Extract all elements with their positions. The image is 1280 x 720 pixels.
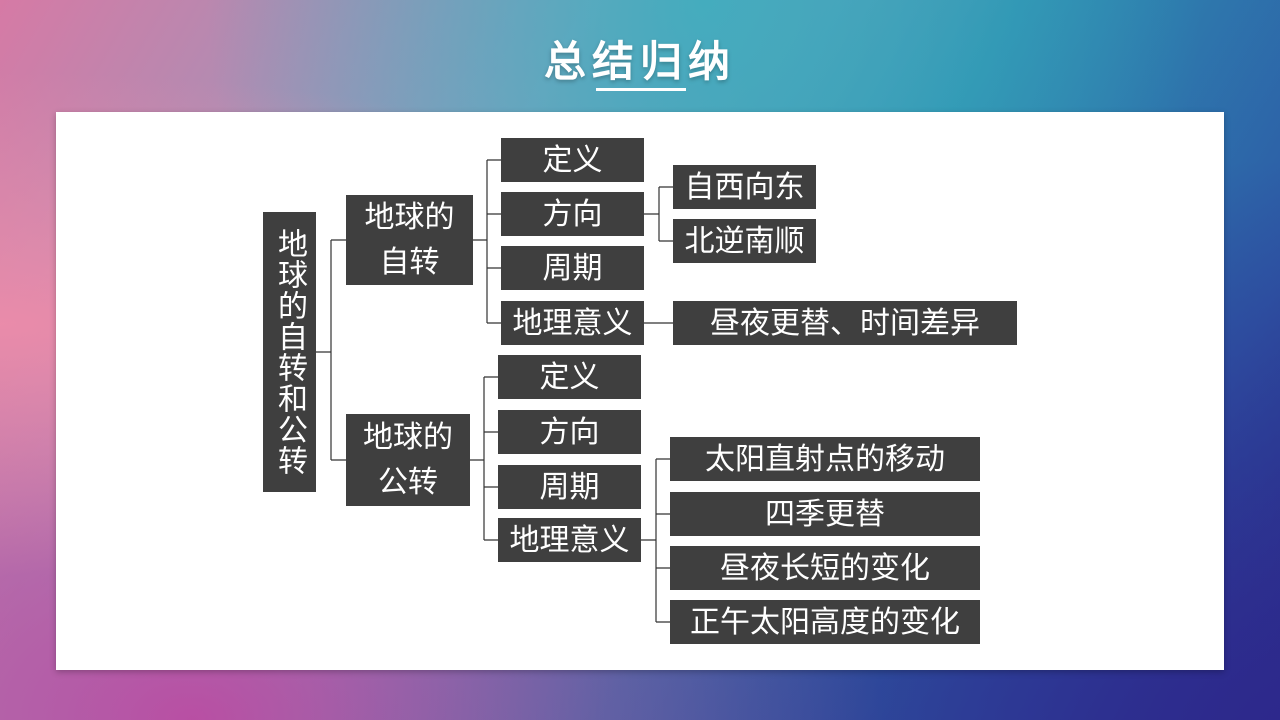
rotation-item-label: 方向 [542, 196, 603, 232]
rotation-significance-detail: 昼夜更替、时间差异 [673, 301, 1017, 345]
rotation-item-label: 地理意义 [512, 305, 633, 341]
rotation-label: 地球的自转 [364, 200, 455, 280]
revolution-significance-detail: 太阳直射点的移动 [670, 437, 980, 481]
revolution-item-direction: 方向 [498, 410, 641, 454]
revolution-significance-label: 昼夜长短的变化 [720, 550, 930, 586]
slide-title: 总结归纳 [543, 37, 736, 86]
direction-detail-west-to-east: 自西向东 [673, 165, 816, 209]
revolution-significance-detail: 昼夜长短的变化 [670, 546, 980, 590]
revolution-item-label: 地理意义 [509, 522, 630, 558]
revolution-label: 地球的公转 [363, 420, 453, 500]
revolution-significance-label: 太阳直射点的移动 [705, 441, 945, 477]
root-label: 地球的自转和公转 [272, 228, 307, 476]
rotation-item-period: 周期 [501, 246, 644, 290]
revolution-significance-label: 四季更替 [765, 496, 885, 532]
revolution-item-label: 周期 [539, 469, 600, 505]
revolution-item-label: 定义 [539, 359, 600, 395]
revolution-significance-label: 正午太阳高度的变化 [690, 604, 960, 640]
rotation-node: 地球的自转 [346, 195, 473, 285]
root-node: 地球的自转和公转 [263, 212, 316, 492]
rotation-item-definition: 定义 [501, 138, 644, 182]
revolution-item-definition: 定义 [498, 355, 641, 399]
rotation-item-label: 定义 [542, 142, 603, 178]
revolution-item-period: 周期 [498, 465, 641, 509]
direction-detail-label: 北逆南顺 [684, 223, 805, 259]
connector-direction [644, 186, 673, 242]
connector-rotation [473, 159, 501, 324]
direction-detail-label: 自西向东 [684, 169, 805, 205]
rotation-item-direction: 方向 [501, 192, 644, 236]
connector-revolution [470, 376, 498, 541]
rotation-significance-label: 昼夜更替、时间差异 [710, 305, 980, 341]
revolution-item-significance: 地理意义 [498, 518, 641, 562]
connector-revolution-significance [641, 458, 670, 623]
revolution-node: 地球的公转 [346, 414, 470, 506]
revolution-item-label: 方向 [539, 414, 600, 450]
direction-detail-north-south: 北逆南顺 [673, 219, 816, 263]
title-underline [596, 88, 686, 91]
rotation-item-significance: 地理意义 [501, 301, 644, 345]
revolution-significance-detail: 正午太阳高度的变化 [670, 600, 980, 644]
rotation-item-label: 周期 [542, 250, 603, 286]
connector-root [316, 239, 346, 461]
revolution-significance-detail: 四季更替 [670, 492, 980, 536]
